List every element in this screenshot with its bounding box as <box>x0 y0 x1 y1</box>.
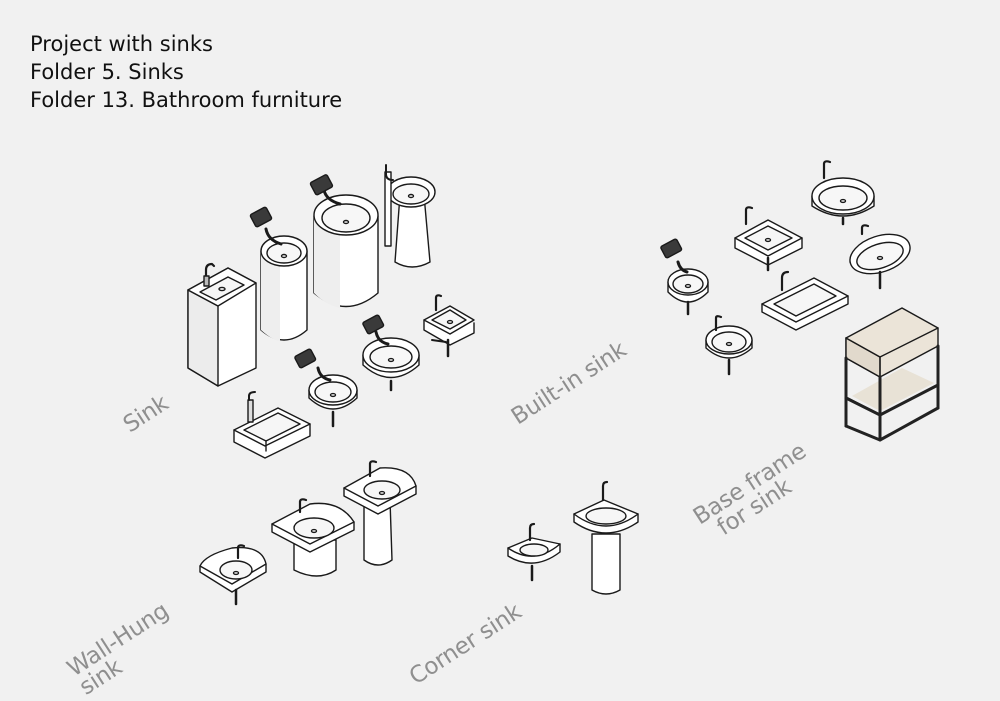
title-line-folder-5: Folder 5. Sinks <box>30 60 184 84</box>
semi-pedestal-sink <box>271 498 355 577</box>
round-built-in-sink <box>705 315 753 376</box>
small-wall-hung-sink <box>199 544 267 606</box>
small-corner-sink <box>507 522 561 582</box>
pedestal-corner-sink <box>573 480 639 595</box>
square-pedestal-sink <box>187 262 257 387</box>
round-built-in-sink-with-tap <box>660 238 709 316</box>
oval-pedestal-sink <box>309 174 379 308</box>
tilted-oval-vessel-sink <box>849 224 911 290</box>
base-frame-vanity <box>844 307 940 442</box>
oval-countertop-basin-sink <box>362 314 420 392</box>
rectangular-undermount-sink <box>761 270 849 331</box>
title-line-folder-13: Folder 13. Bathroom furniture <box>30 88 343 112</box>
round-vessel-sink <box>294 348 358 428</box>
rectangular-wall-sink <box>233 391 311 459</box>
title-line-project: Project with sinks <box>30 32 213 56</box>
oval-top-mount-sink <box>811 160 875 226</box>
small-wall-mounted-basin-sink <box>423 294 475 358</box>
cylinder-pedestal-sink <box>249 206 308 341</box>
square-inset-sink <box>734 206 803 272</box>
full-pedestal-sink <box>343 460 417 566</box>
page-title: Project with sinks Folder 5. Sinks Folde… <box>30 30 342 114</box>
round-column-sink <box>384 164 436 268</box>
